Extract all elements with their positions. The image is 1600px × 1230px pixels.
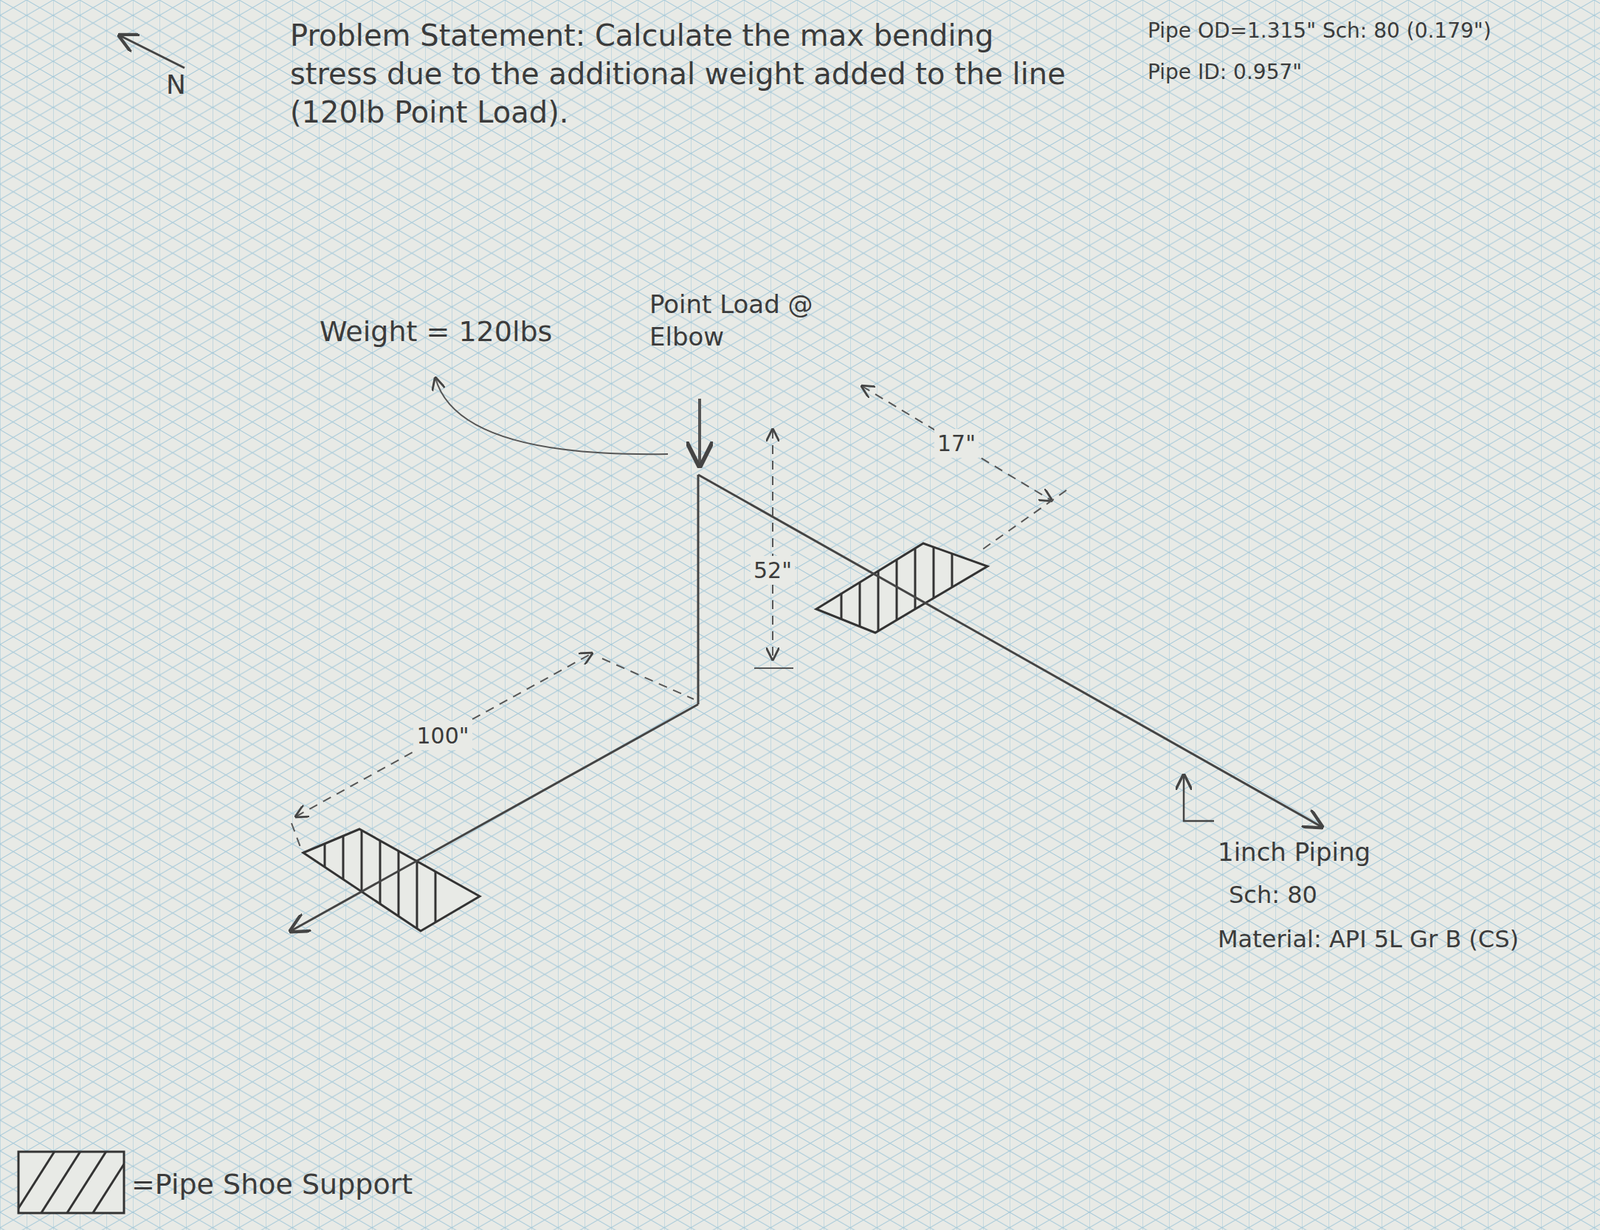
dimension-label: 100" xyxy=(413,721,472,750)
problem-statement: Problem Statement: Calculate the max ben… xyxy=(290,16,1073,132)
pipe-note: 1inch Piping xyxy=(1217,835,1371,868)
load-label: Point Load @ Elbow xyxy=(649,287,834,353)
pipe-note: Material: API 5L Gr B (CS) xyxy=(1217,923,1519,955)
north-arrow xyxy=(119,35,185,68)
weight-label: Weight = 120lbs xyxy=(319,313,553,350)
dimension-label: 52" xyxy=(750,555,795,585)
dimension-lines xyxy=(291,385,1067,849)
pipe-shoe-supports xyxy=(303,531,988,945)
legend-swatch xyxy=(7,1143,137,1226)
pipe-spec: Pipe OD=1.315" Sch: 80 (0.179") xyxy=(1147,17,1492,45)
dimension-label: 17" xyxy=(934,428,979,458)
leader-line xyxy=(1183,774,1215,821)
legend-text: =Pipe Shoe Support xyxy=(131,1166,413,1203)
pipe-line xyxy=(290,474,1322,931)
pipe-spec: Pipe ID: 0.957" xyxy=(1147,59,1302,86)
pipe-note: Sch: 80 xyxy=(1228,879,1318,911)
point-load-arrow xyxy=(435,377,700,465)
north-label: N xyxy=(166,67,186,103)
